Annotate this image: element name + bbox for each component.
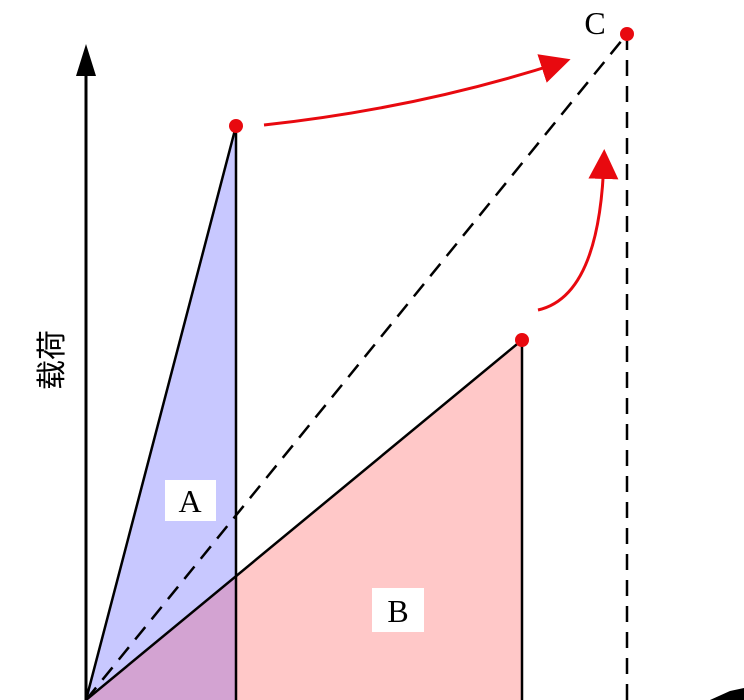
line-b <box>85 339 523 700</box>
region-a-label-bg <box>165 480 216 521</box>
y-axis-arrowhead <box>76 44 96 76</box>
point-b-peak <box>515 333 529 347</box>
arrow-a-to-c <box>263 54 571 127</box>
x-axis-arrowhead <box>710 688 744 700</box>
region-b-label-bg <box>372 588 424 632</box>
point-c-label: C <box>584 5 605 41</box>
point-c <box>620 27 634 41</box>
y-axis-label: 载荷 <box>35 330 70 390</box>
line-a <box>84 125 238 700</box>
line-c-dashed <box>85 33 628 700</box>
region-a-label: A <box>178 483 201 519</box>
arrow-b-to-c <box>537 149 619 312</box>
point-a-peak <box>229 119 243 133</box>
region-b-label: B <box>387 593 408 629</box>
